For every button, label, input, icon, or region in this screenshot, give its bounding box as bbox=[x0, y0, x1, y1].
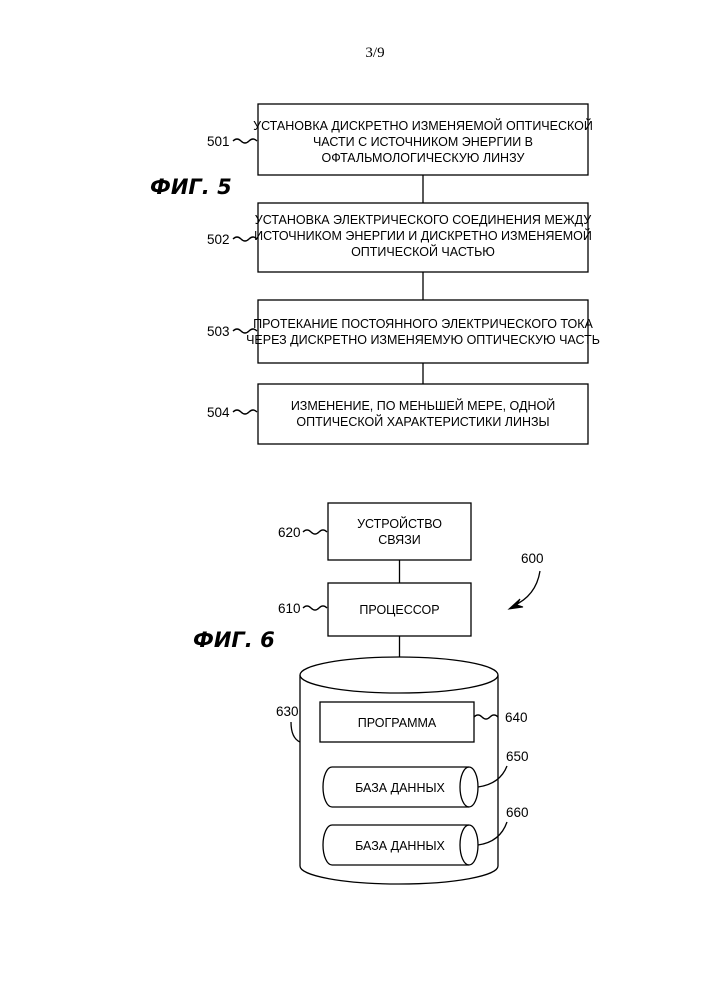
leader-501 bbox=[233, 139, 257, 143]
database-650-label: БАЗА ДАННЫХ bbox=[355, 781, 445, 795]
step-503-box bbox=[258, 300, 588, 363]
figure-6: ФИГ. 6 600 УСТРОЙСТВО СВЯЗИ 620 ПРОЦЕССО… bbox=[193, 503, 544, 884]
comm-device-line-2: СВЯЗИ bbox=[378, 533, 421, 547]
ref-502: 502 bbox=[207, 232, 230, 247]
ref-650: 650 bbox=[506, 749, 529, 764]
database-660-label: БАЗА ДАННЫХ bbox=[355, 839, 445, 853]
step-501-line-2: ЧАСТИ С ИСТОЧНИКОМ ЭНЕРГИИ В bbox=[313, 135, 533, 149]
step-502-line-1: УСТАНОВКА ЭЛЕКТРИЧЕСКОГО СОЕДИНЕНИЯ МЕЖД… bbox=[255, 213, 591, 227]
step-503-line-2: ЧЕРЕЗ ДИСКРЕТНО ИЗМЕНЯЕМУЮ ОПТИЧЕСКУЮ ЧА… bbox=[246, 333, 600, 347]
program-label: ПРОГРАММА bbox=[358, 716, 437, 730]
ref-503: 503 bbox=[207, 324, 230, 339]
arrowhead-600 bbox=[509, 599, 523, 609]
step-504-line-2: ОПТИЧЕСКОЙ ХАРАКТЕРИСТИКИ ЛИНЗЫ bbox=[296, 414, 549, 429]
ref-630: 630 bbox=[276, 704, 299, 719]
step-503: ПРОТЕКАНИЕ ПОСТОЯННОГО ЭЛЕКТРИЧЕСКОГО ТО… bbox=[207, 300, 600, 363]
step-501: УСТАНОВКА ДИСКРЕТНО ИЗМЕНЯЕМОЙ ОПТИЧЕСКО… bbox=[207, 104, 593, 175]
comm-device-line-1: УСТРОЙСТВО bbox=[357, 516, 442, 531]
step-504-line-1: ИЗМЕНЕНИЕ, ПО МЕНЬШЕЙ МЕРЕ, ОДНОЙ bbox=[291, 398, 555, 413]
leader-504 bbox=[233, 410, 257, 414]
figure-5: ФИГ. 5 УСТАНОВКА ДИСКРЕТНО ИЗМЕНЯЕМОЙ ОП… bbox=[150, 104, 600, 444]
leader-620 bbox=[303, 530, 327, 534]
step-502-line-3: ОПТИЧЕСКОЙ ЧАСТЬЮ bbox=[351, 244, 495, 259]
step-504: ИЗМЕНЕНИЕ, ПО МЕНЬШЕЙ МЕРЕ, ОДНОЙ ОПТИЧЕ… bbox=[207, 384, 588, 444]
ref-504: 504 bbox=[207, 405, 230, 420]
figure-6-label: ФИГ. 6 bbox=[193, 628, 275, 652]
ref-610: 610 bbox=[278, 601, 301, 616]
leader-630 bbox=[291, 722, 300, 742]
comm-device-620: УСТРОЙСТВО СВЯЗИ 620 bbox=[278, 503, 471, 560]
step-503-line-1: ПРОТЕКАНИЕ ПОСТОЯННОГО ЭЛЕКТРИЧЕСКОГО ТО… bbox=[253, 317, 593, 331]
step-504-box bbox=[258, 384, 588, 444]
leader-600 bbox=[513, 571, 540, 606]
step-502: УСТАНОВКА ЭЛЕКТРИЧЕСКОГО СОЕДИНЕНИЯ МЕЖД… bbox=[207, 203, 592, 272]
ref-600: 600 bbox=[521, 551, 544, 566]
leader-610 bbox=[303, 606, 327, 610]
processor-label: ПРОЦЕССОР bbox=[359, 603, 439, 617]
storage-cylinder-top bbox=[300, 657, 498, 693]
ref-640: 640 bbox=[505, 710, 528, 725]
step-502-line-2: ИСТОЧНИКОМ ЭНЕРГИИ И ДИСКРЕТНО ИЗМЕНЯЕМО… bbox=[254, 228, 592, 243]
step-501-line-3: ОФТАЛЬМОЛОГИЧЕСКУЮ ЛИНЗУ bbox=[322, 151, 525, 165]
ref-620: 620 bbox=[278, 525, 301, 540]
page-number: 3/9 bbox=[365, 45, 384, 61]
step-501-line-1: УСТАНОВКА ДИСКРЕТНО ИЗМЕНЯЕМОЙ ОПТИЧЕСКО… bbox=[253, 118, 593, 133]
figure-5-label: ФИГ. 5 bbox=[150, 175, 232, 199]
ref-501: 501 bbox=[207, 134, 230, 149]
comm-device-box bbox=[328, 503, 471, 560]
processor-610: ПРОЦЕССОР 610 bbox=[278, 583, 471, 636]
ref-660: 660 bbox=[506, 805, 529, 820]
